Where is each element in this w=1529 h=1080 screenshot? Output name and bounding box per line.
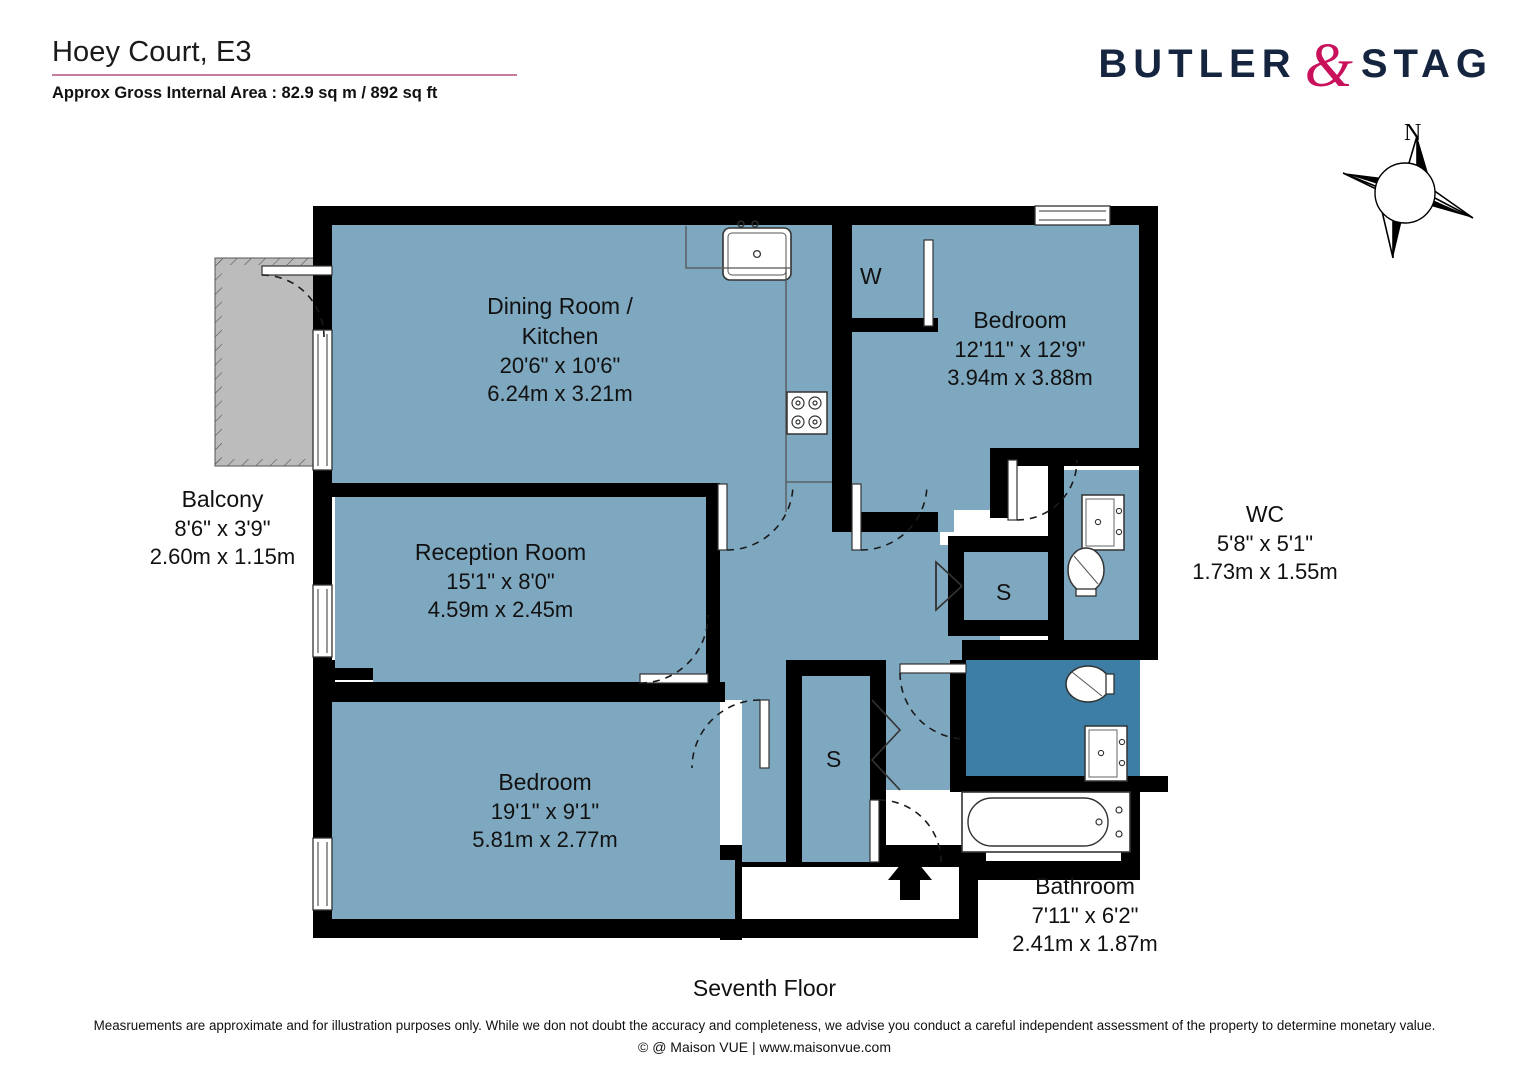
disclaimer-text: Measruements are approximate and for ill… (93, 1018, 1436, 1033)
kitchen-hob-icon (786, 391, 828, 435)
floor-caption: Seventh Floor (692, 975, 837, 1001)
room-fill-storage-upper (962, 550, 1048, 632)
window-bedroom-second (312, 837, 333, 911)
title-divider (52, 74, 517, 77)
kitchen-sink-icon (722, 220, 792, 281)
door-bedroom-second (691, 699, 770, 769)
washer-marker-label: W (860, 263, 882, 289)
bathroom-toilet-icon (1065, 665, 1115, 703)
storage-upper-marker-label: S (996, 579, 1012, 605)
room-fill-bedroom-second (332, 702, 735, 919)
bathroom-basin-icon (1084, 725, 1128, 782)
door-bedroom-main (851, 483, 928, 551)
window-balcony-glazing (312, 329, 333, 471)
wc-toilet-icon (1067, 547, 1105, 597)
bathtub-icon (961, 791, 1131, 853)
door-bathroom (899, 663, 967, 740)
door-storage-lower-side (869, 799, 942, 863)
door-dining (717, 483, 794, 551)
entrance-arrow-icon (888, 853, 932, 900)
page-title: Hoey Court, E3 (52, 36, 252, 68)
brand-word-stag: STAG (1360, 42, 1493, 87)
door-bedroom-main-inner (1007, 459, 1078, 521)
brand-ampersand-icon: & (1304, 32, 1353, 100)
window-reception (312, 584, 333, 658)
header-block: Hoey Court, E3 Approx Gross Internal Are… (52, 36, 572, 103)
kitchen-counter-lines (685, 226, 832, 512)
gross-internal-area-text: Approx Gross Internal Area : 82.9 sq m /… (52, 84, 438, 103)
door-balcony (261, 265, 333, 338)
door-storage-upper (935, 560, 963, 612)
compass-rose-icon (1342, 135, 1474, 259)
fixtures (685, 220, 1131, 900)
wc-basin-icon (1081, 494, 1125, 551)
door-storage-lower (870, 699, 902, 791)
window-bedroom-main (1034, 205, 1111, 226)
room-fills (332, 225, 1140, 919)
room-fill-dining-kitchen (332, 225, 832, 512)
room-fill-reception (335, 492, 710, 682)
copyright-text: © @ Maison VUE | www.maisonvue.com (637, 1039, 892, 1055)
room-fill-storage-lower (800, 672, 872, 862)
doors (261, 239, 1078, 863)
door-washer-closet (923, 239, 934, 327)
balcony-area (214, 257, 328, 467)
storage-lower-marker-label: S (826, 746, 842, 772)
door-reception (639, 614, 709, 684)
brand-logo: BUTLER & STAG (1098, 32, 1493, 100)
windows (312, 205, 1111, 911)
room-fill-washer (852, 236, 924, 326)
brand-word-butler: BUTLER (1098, 42, 1297, 87)
